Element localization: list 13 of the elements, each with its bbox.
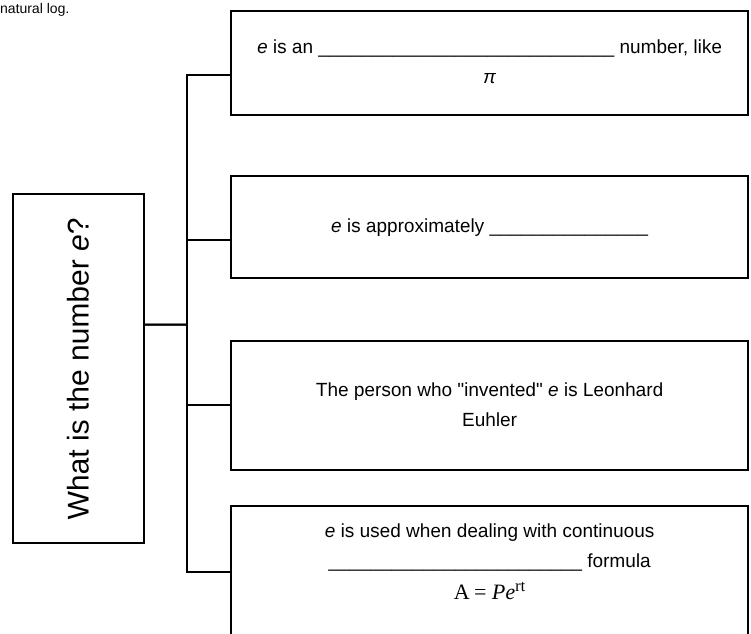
fill-in-sentence: The person who "invented" e is Leonhard Euhler	[314, 378, 664, 432]
answer-box	[230, 505, 749, 634]
note-text: natural log.	[0, 0, 70, 16]
fill-in-sentence: e is used when dealing with continuous ________________________ formula	[324, 520, 656, 574]
answer-box	[230, 10, 749, 116]
question-text: What is the number e?	[61, 218, 96, 520]
fill-in-sentence: e is approximately _______________	[331, 215, 648, 239]
formula-text: A = Pe$^{rt}$	[454, 577, 526, 606]
connector-line	[145, 324, 230, 573]
question-box	[12, 193, 145, 544]
answer-box	[230, 340, 749, 471]
fill-in-sentence: e is an ____________________________ number, like π	[256, 36, 723, 90]
answer-box	[230, 175, 749, 279]
